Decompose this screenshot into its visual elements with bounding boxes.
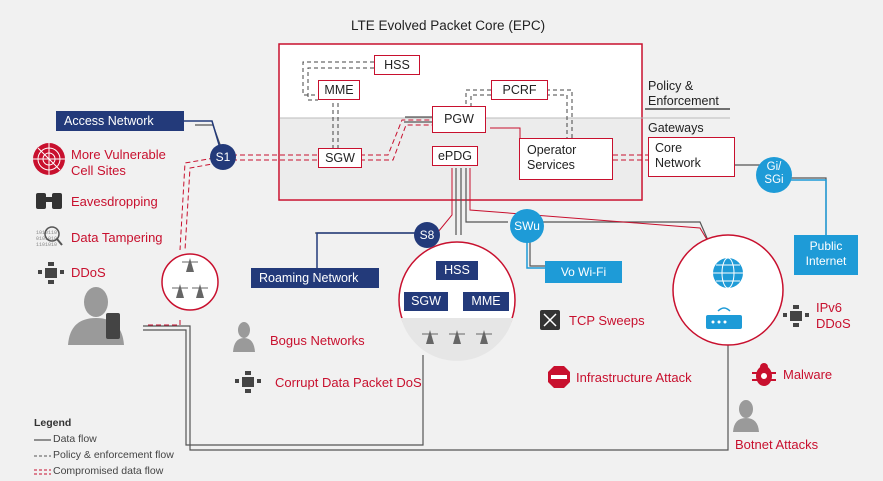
s8-interface: S8 — [414, 222, 440, 248]
radar-icon — [33, 143, 65, 175]
threat-cell-sites-1: More Vulnerable — [71, 147, 166, 162]
roaming-network-box: Roaming Network — [251, 268, 379, 288]
gi-sgi-interface: Gi/ SGi — [756, 157, 792, 193]
threat-data-tampering: Data Tampering — [71, 230, 163, 245]
infrastructure-attack-icon — [548, 366, 570, 388]
malware-icon — [752, 363, 776, 386]
public-internet-box: Public Internet — [794, 235, 858, 275]
hss-roaming-node: HSS — [436, 261, 478, 280]
magnifier-icon: 1010110 0101010 1101010 — [36, 226, 63, 248]
public-internet-line1: Public — [809, 239, 843, 253]
policy-label-2: Enforcement — [648, 94, 719, 108]
vowifi-connector — [526, 236, 545, 269]
access-network-box: Access Network — [56, 111, 184, 131]
router-icon — [706, 307, 742, 329]
access-connector — [184, 120, 221, 149]
swu-interface: SWu — [510, 209, 544, 243]
network-node-icon — [235, 371, 261, 393]
tower-icon — [172, 258, 208, 298]
threat-corrupt-packet: Corrupt Data Packet DoS — [275, 375, 422, 390]
pgw-node: PGW — [432, 106, 486, 133]
policy-label-1: Policy & — [648, 79, 694, 93]
person-icon — [233, 322, 255, 352]
gi-line1: Gi/ — [766, 161, 782, 173]
operator-services-line2: Services — [527, 158, 575, 172]
diagram-title: LTE Evolved Packet Core (EPC) — [351, 18, 546, 33]
threat-botnet-attacks: Botnet Attacks — [735, 437, 819, 452]
public-internet-line2: Internet — [805, 254, 847, 268]
core-network-line2: Network — [655, 156, 701, 170]
vowifi-box: Vo Wi-Fi — [545, 261, 622, 283]
svg-text:1101010: 1101010 — [36, 242, 57, 248]
cell-site-circle — [161, 253, 219, 311]
sgw-node: SGW — [318, 148, 362, 168]
legend-item-data: Data flow — [53, 433, 97, 445]
s1-interface: S1 — [210, 144, 236, 170]
threat-infrastructure-attack: Infrastructure Attack — [576, 370, 692, 385]
hss-node: HSS — [374, 55, 420, 75]
internet-connector — [785, 179, 827, 235]
roaming-connector — [316, 232, 418, 268]
operator-services-line1: Operator — [527, 143, 577, 157]
svg-text:1010110: 1010110 — [36, 230, 57, 236]
gi-line2: SGi — [764, 174, 784, 186]
legend-item-compromised: Compromised data flow — [53, 465, 164, 477]
threat-eavesdropping: Eavesdropping — [71, 194, 158, 209]
binoculars-icon — [36, 193, 62, 209]
legend-item-policy: Policy & enforcement flow — [53, 449, 174, 461]
internet-circle — [672, 234, 784, 346]
tower-icon — [422, 330, 492, 344]
threat-bogus-networks: Bogus Networks — [270, 333, 365, 348]
threat-ipv6-ddos-1: IPv6 — [816, 300, 843, 315]
tcp-sweep-icon — [540, 310, 560, 330]
compromised-flows — [148, 119, 713, 326]
threat-tcp-sweeps: TCP Sweeps — [569, 313, 645, 328]
network-node-icon — [783, 305, 809, 327]
core-network-line1: Core — [655, 141, 683, 155]
globe-icon — [713, 257, 743, 289]
network-node-icon — [38, 262, 64, 284]
person-icon — [733, 400, 759, 432]
pcrf-node: PCRF — [491, 80, 548, 100]
gateways-label: Gateways — [648, 121, 704, 135]
threat-malware: Malware — [783, 367, 833, 382]
operator-services-node: Operator Services — [519, 138, 613, 180]
core-network-node: Core Network — [648, 137, 735, 177]
threat-ddos: DDoS — [71, 265, 106, 280]
epdg-node: ePDG — [432, 146, 478, 166]
mme-roaming-node: MME — [463, 292, 509, 311]
mme-node: MME — [318, 80, 360, 100]
legend-title: Legend — [34, 417, 72, 429]
sgw-roaming-node: SGW — [404, 292, 448, 311]
phone-icon — [106, 313, 120, 339]
threat-ipv6-ddos-2: DDoS — [816, 316, 851, 331]
threat-cell-sites-2: Cell Sites — [71, 163, 126, 178]
